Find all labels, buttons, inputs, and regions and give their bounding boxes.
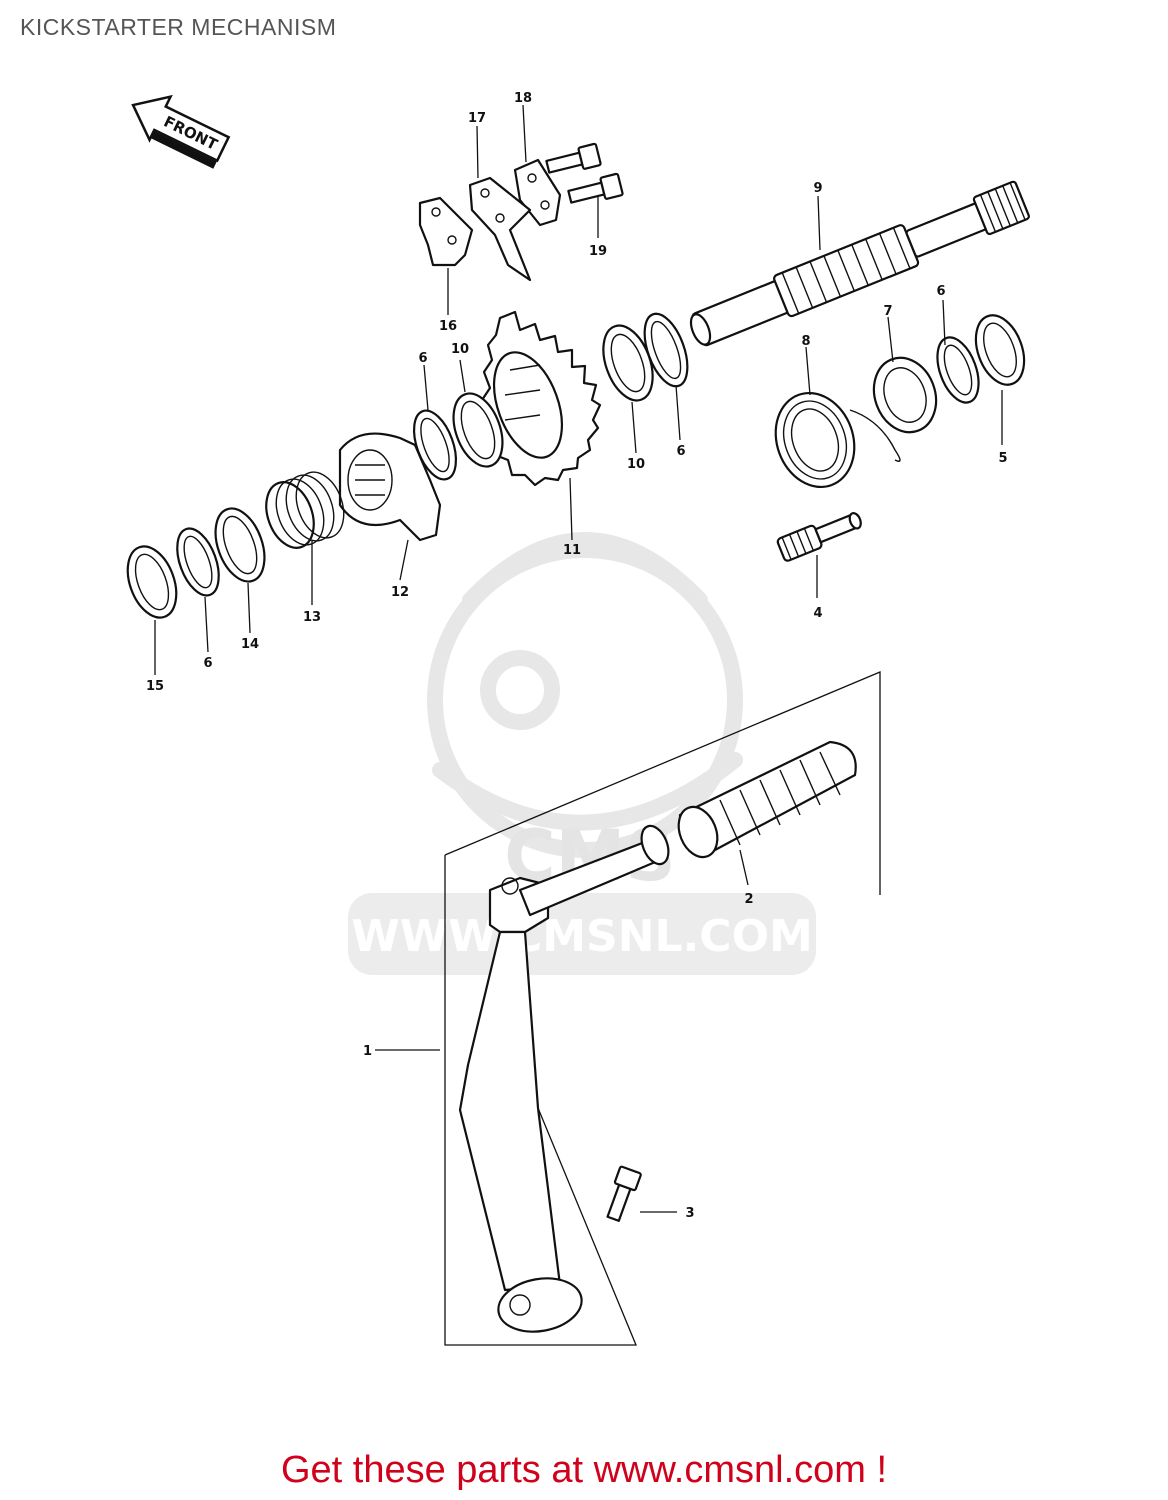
callout-1: 1 [363,1044,372,1059]
part-2-pedal-rubber [518,740,857,917]
part-6-circlip-d [936,336,980,404]
callout-3: 3 [685,1206,694,1221]
callout-6-far-left: 6 [203,656,212,671]
part-19-bolt [545,142,602,174]
part-3-bolt [606,1165,642,1222]
part-9-kick-shaft [689,180,1030,347]
part-15-washer [126,545,178,619]
cta-link[interactable]: Get these parts at www.cmsnl.com ! [280,1449,888,1491]
callout-17: 17 [468,111,486,126]
part-16-bracket [418,196,474,267]
callout-15: 15 [146,679,164,694]
callout-18: 18 [514,91,532,106]
part-13-spring [265,471,345,549]
callout-12: 12 [391,585,409,600]
callout-4: 4 [813,606,822,621]
callout-13: 13 [303,610,321,625]
part-17-stopper [468,176,532,282]
callout-14: 14 [241,637,259,652]
part-4-pin [776,512,862,562]
callout-10-right: 10 [627,457,645,472]
callout-16: 16 [439,319,457,334]
callout-11: 11 [563,543,581,558]
part-8-return-spring [774,391,901,489]
callout-9: 9 [813,181,822,196]
watermark-text: WWW.CMSNL.COM [351,911,813,962]
part-10-washer-b [452,392,504,468]
part-18-plate [513,158,562,227]
part-12-ratchet [338,432,442,542]
callout-5: 5 [998,451,1007,466]
callout-10-left: 10 [451,342,469,357]
part-6-circlip-a [643,312,689,388]
part-6-circlip-c [176,527,220,597]
callout-19: 19 [589,244,607,259]
callouts: 1 2 3 4 5 6 6 6 6 7 8 9 10 10 11 12 13 1… [146,91,1008,1221]
callout-6-right: 6 [936,284,945,299]
pedal-assembly-outline [444,671,881,1346]
callout-6-left: 6 [418,351,427,366]
part-5-washer [974,314,1026,386]
watermark: WWW.CMSNL.COM CMS [348,532,816,975]
callout-2: 2 [744,892,753,907]
part-19-bolt-b [567,172,624,204]
callout-7: 7 [883,304,892,319]
part-11-gear [480,310,602,487]
part-10-washer-a [602,324,654,402]
page-title: KICKSTARTER MECHANISM [20,14,337,40]
leader-lines [154,104,1003,1213]
callout-8: 8 [801,334,810,349]
front-arrow-icon: FRONT [131,94,231,169]
part-7-collar [872,356,938,434]
callout-6-center: 6 [676,444,685,459]
part-14-washer [214,507,266,583]
